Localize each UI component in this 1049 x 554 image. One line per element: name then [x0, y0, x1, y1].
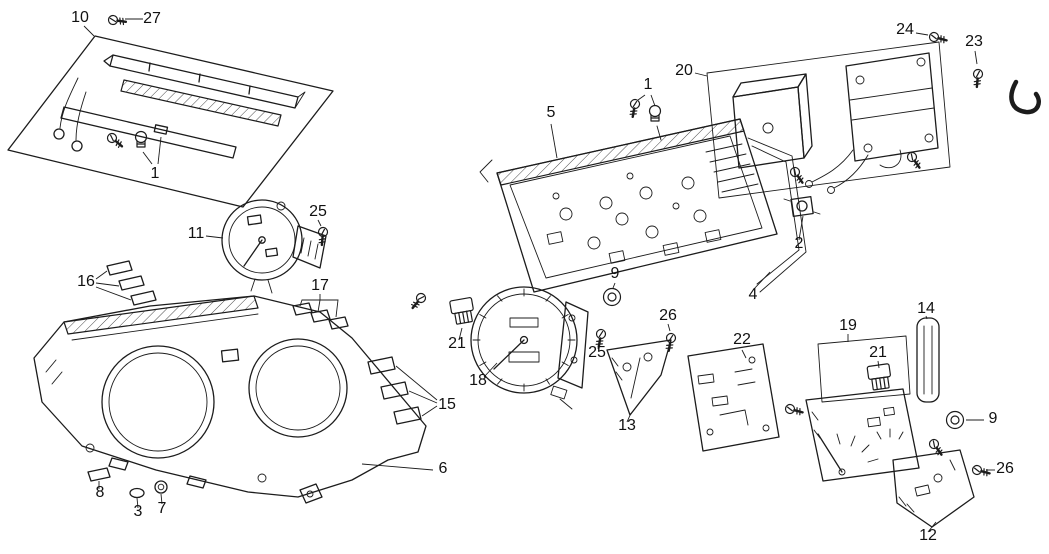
part-label-8: 8 — [96, 484, 105, 501]
part-label-21-left: 21 — [448, 335, 466, 352]
bulb-icon — [134, 130, 148, 148]
screw-icon — [407, 290, 429, 313]
part-label-3: 3 — [134, 503, 143, 520]
part-label-9-center: 9 — [611, 265, 620, 282]
part-label-27: 27 — [143, 10, 161, 27]
screw-part-26-center — [663, 331, 678, 353]
bulb-and-screw-part-1-center — [627, 97, 662, 141]
meter-unit-group-20 — [706, 41, 951, 199]
part-label-26-center: 26 — [659, 307, 677, 324]
small-part-8 — [87, 467, 111, 482]
part-label-9-right: 9 — [989, 410, 998, 427]
lens-set-16 — [106, 260, 157, 306]
bulb-icon — [648, 104, 662, 122]
part-label-18: 18 — [469, 372, 487, 389]
gauge-group-19 — [805, 335, 920, 482]
screw-icon — [627, 97, 642, 119]
screw-icon — [971, 67, 985, 89]
bulb-socket-2 — [783, 196, 821, 217]
screw-part-26-right — [970, 463, 992, 479]
gasket-frame-4 — [747, 137, 807, 293]
part-label-24: 24 — [896, 21, 914, 38]
lens-set-17 — [292, 302, 349, 330]
case-assembly-5 — [479, 118, 778, 293]
part-label-1-center: 1 — [644, 76, 653, 93]
plate-22 — [687, 343, 805, 452]
screw-icon — [106, 13, 128, 28]
part-labels: 10 27 1 11 25 16 17 15 6 8 3 7 5 1 20 24… — [71, 9, 1014, 544]
gauge-sub-assembly-11 — [221, 199, 330, 294]
strip-14 — [916, 317, 940, 403]
part-label-26-right: 26 — [996, 460, 1014, 477]
part-label-5: 5 — [547, 104, 556, 121]
screw-icon — [104, 130, 127, 152]
screw-part-23 — [971, 67, 985, 89]
wire-clip — [1009, 79, 1041, 115]
part-label-21-right: 21 — [869, 344, 887, 361]
cover-plate-12 — [892, 449, 975, 528]
part-label-12: 12 — [919, 527, 937, 544]
screw-icon — [904, 149, 925, 172]
grommet-9-right — [945, 410, 965, 430]
screw-icon — [783, 402, 805, 418]
screw-icon — [787, 164, 808, 187]
part-label-6: 6 — [439, 460, 448, 477]
part-label-22: 22 — [733, 331, 751, 348]
connector-icon — [866, 362, 893, 392]
connector-icon — [448, 296, 477, 326]
front-case-visor-6 — [33, 295, 427, 504]
part-label-10: 10 — [71, 9, 89, 26]
part-label-17: 17 — [311, 277, 329, 294]
part-label-13: 13 — [618, 417, 636, 434]
part-label-19: 19 — [839, 317, 857, 334]
part-label-4: 4 — [749, 286, 758, 303]
screw-part-27 — [106, 13, 128, 28]
grommet-9-center — [602, 287, 622, 307]
screw-icon — [970, 463, 992, 479]
bulb-and-screw-part-1-left — [104, 124, 169, 152]
part-label-2: 2 — [795, 235, 804, 252]
connector-part-21-left — [407, 290, 477, 326]
part-label-25-top: 25 — [309, 203, 327, 220]
grommet-icon — [945, 410, 965, 430]
part-label-14: 14 — [917, 300, 935, 317]
plate-13 — [606, 339, 672, 416]
grommet-icon — [602, 287, 622, 307]
part-label-7: 7 — [158, 500, 167, 517]
screw-icon — [663, 331, 678, 353]
part-label-15: 15 — [438, 396, 456, 413]
part-label-11: 11 — [188, 225, 205, 242]
illumination-panel-assembly — [7, 35, 334, 208]
leader-lines — [83, 18, 995, 533]
part-label-16: 16 — [77, 273, 95, 290]
small-part-3 — [129, 487, 145, 499]
part-label-23: 23 — [965, 33, 983, 50]
part-label-20: 20 — [675, 62, 693, 79]
lens-set-15 — [367, 356, 422, 425]
small-part-7 — [154, 480, 168, 494]
part-label-1-left: 1 — [151, 165, 160, 182]
speedometer-assembly-18 — [470, 286, 589, 410]
part-label-25-center: 25 — [588, 344, 606, 361]
